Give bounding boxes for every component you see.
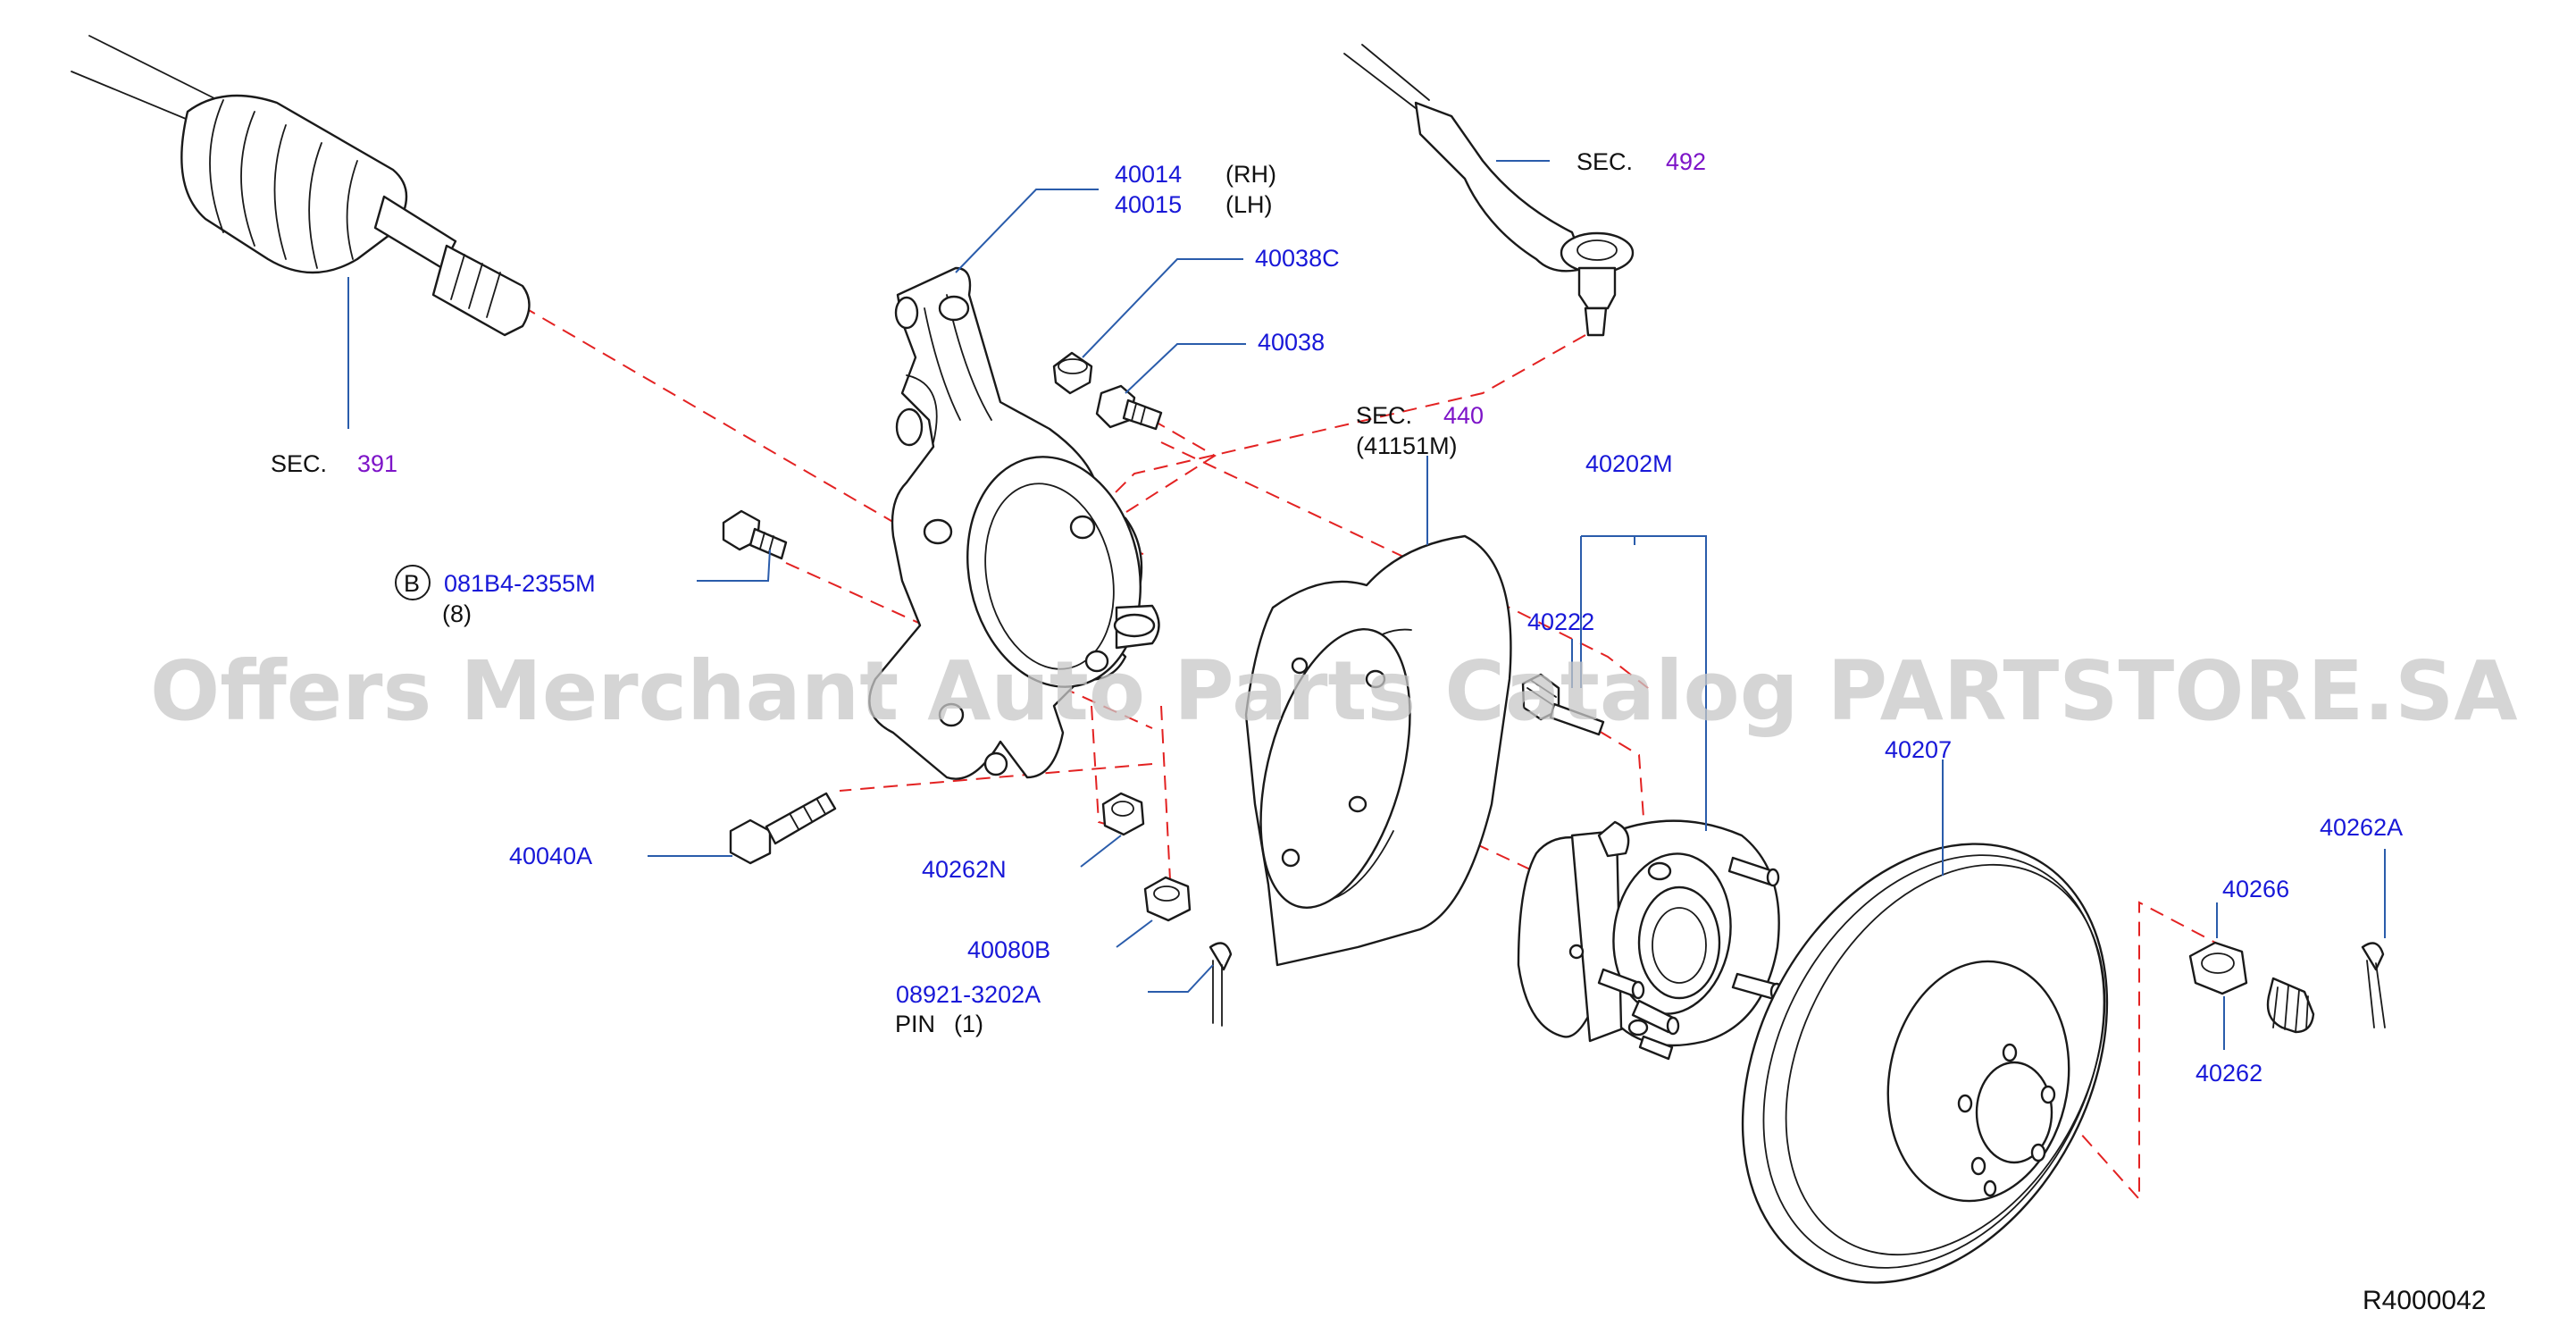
knuckle-nut-part[interactable] (1101, 792, 1145, 836)
part-08921-qty: (1) (954, 1011, 983, 1037)
diagram-code: R4000042 (2363, 1286, 2486, 1315)
sec-391-ref[interactable]: 391 (357, 450, 397, 477)
part-40080b-label[interactable]: 40080B (967, 936, 1050, 963)
part-40207-label[interactable]: 40207 (1885, 736, 1952, 763)
sec-391-word: SEC. (271, 450, 327, 477)
watermark: Offers Merchant Auto Parts Catalog PARTS… (150, 643, 2518, 739)
sec-440-ref[interactable]: 440 (1443, 402, 1484, 429)
right-cotter-pin-part[interactable] (2361, 942, 2386, 1028)
sec-492-ref[interactable]: 492 (1666, 148, 1706, 175)
dust-shield[interactable] (1234, 534, 1512, 967)
long-bolt-part[interactable] (729, 792, 837, 865)
part-40014-side: (RH) (1225, 161, 1276, 188)
hub-bolt-part[interactable] (1521, 673, 1605, 736)
sec-440-sub: (41151M) (1356, 432, 1458, 459)
bolt-std-marker-circle (395, 565, 431, 600)
part-40038-label[interactable]: 40038 (1258, 329, 1325, 356)
sec-440-word: SEC. (1356, 402, 1412, 429)
part-40038c-label[interactable]: 40038C (1255, 245, 1340, 272)
leader-lines (347, 160, 2386, 1050)
part-08921-name: PIN (895, 1011, 935, 1037)
nut-cap-part[interactable] (2266, 977, 2315, 1034)
tie-rod-end[interactable] (1343, 44, 1635, 337)
part-081b4-label[interactable]: 081B4-2355M (444, 570, 596, 597)
part-081b4-qty: (8) (442, 600, 472, 627)
hub-assembly[interactable] (1517, 819, 1784, 1061)
part-40015-label[interactable]: 40015 (1115, 191, 1182, 218)
standard-bolt-part[interactable] (722, 509, 788, 560)
part-40222-label[interactable]: 40222 (1527, 608, 1594, 635)
steering-knuckle[interactable] (868, 266, 1161, 780)
bushing-part[interactable] (1052, 351, 1093, 395)
cotter-pin-part[interactable] (1209, 942, 1233, 1027)
part-40262-label[interactable]: 40262 (2195, 1060, 2262, 1087)
part-40015-side: (LH) (1225, 191, 1273, 218)
part-40040a-label[interactable]: 40040A (509, 843, 592, 869)
brake-rotor[interactable] (1670, 781, 2180, 1326)
bolt-std-marker: B (404, 570, 420, 597)
small-bolt-part[interactable] (1095, 384, 1163, 431)
sec-492-word: SEC. (1577, 148, 1633, 175)
drive-shaft[interactable] (71, 35, 531, 337)
hub-nut-part[interactable] (2188, 941, 2248, 995)
part-40202m-label[interactable]: 40202M (1585, 450, 1673, 477)
part-40266-label[interactable]: 40266 (2222, 876, 2289, 902)
ball-nut-part[interactable] (1143, 876, 1192, 922)
part-40262a-label[interactable]: 40262A (2320, 814, 2403, 841)
part-40262n-label[interactable]: 40262N (922, 856, 1007, 883)
part-08921-label[interactable]: 08921-3202A (896, 981, 1041, 1008)
part-40014-label[interactable]: 40014 (1115, 161, 1182, 188)
